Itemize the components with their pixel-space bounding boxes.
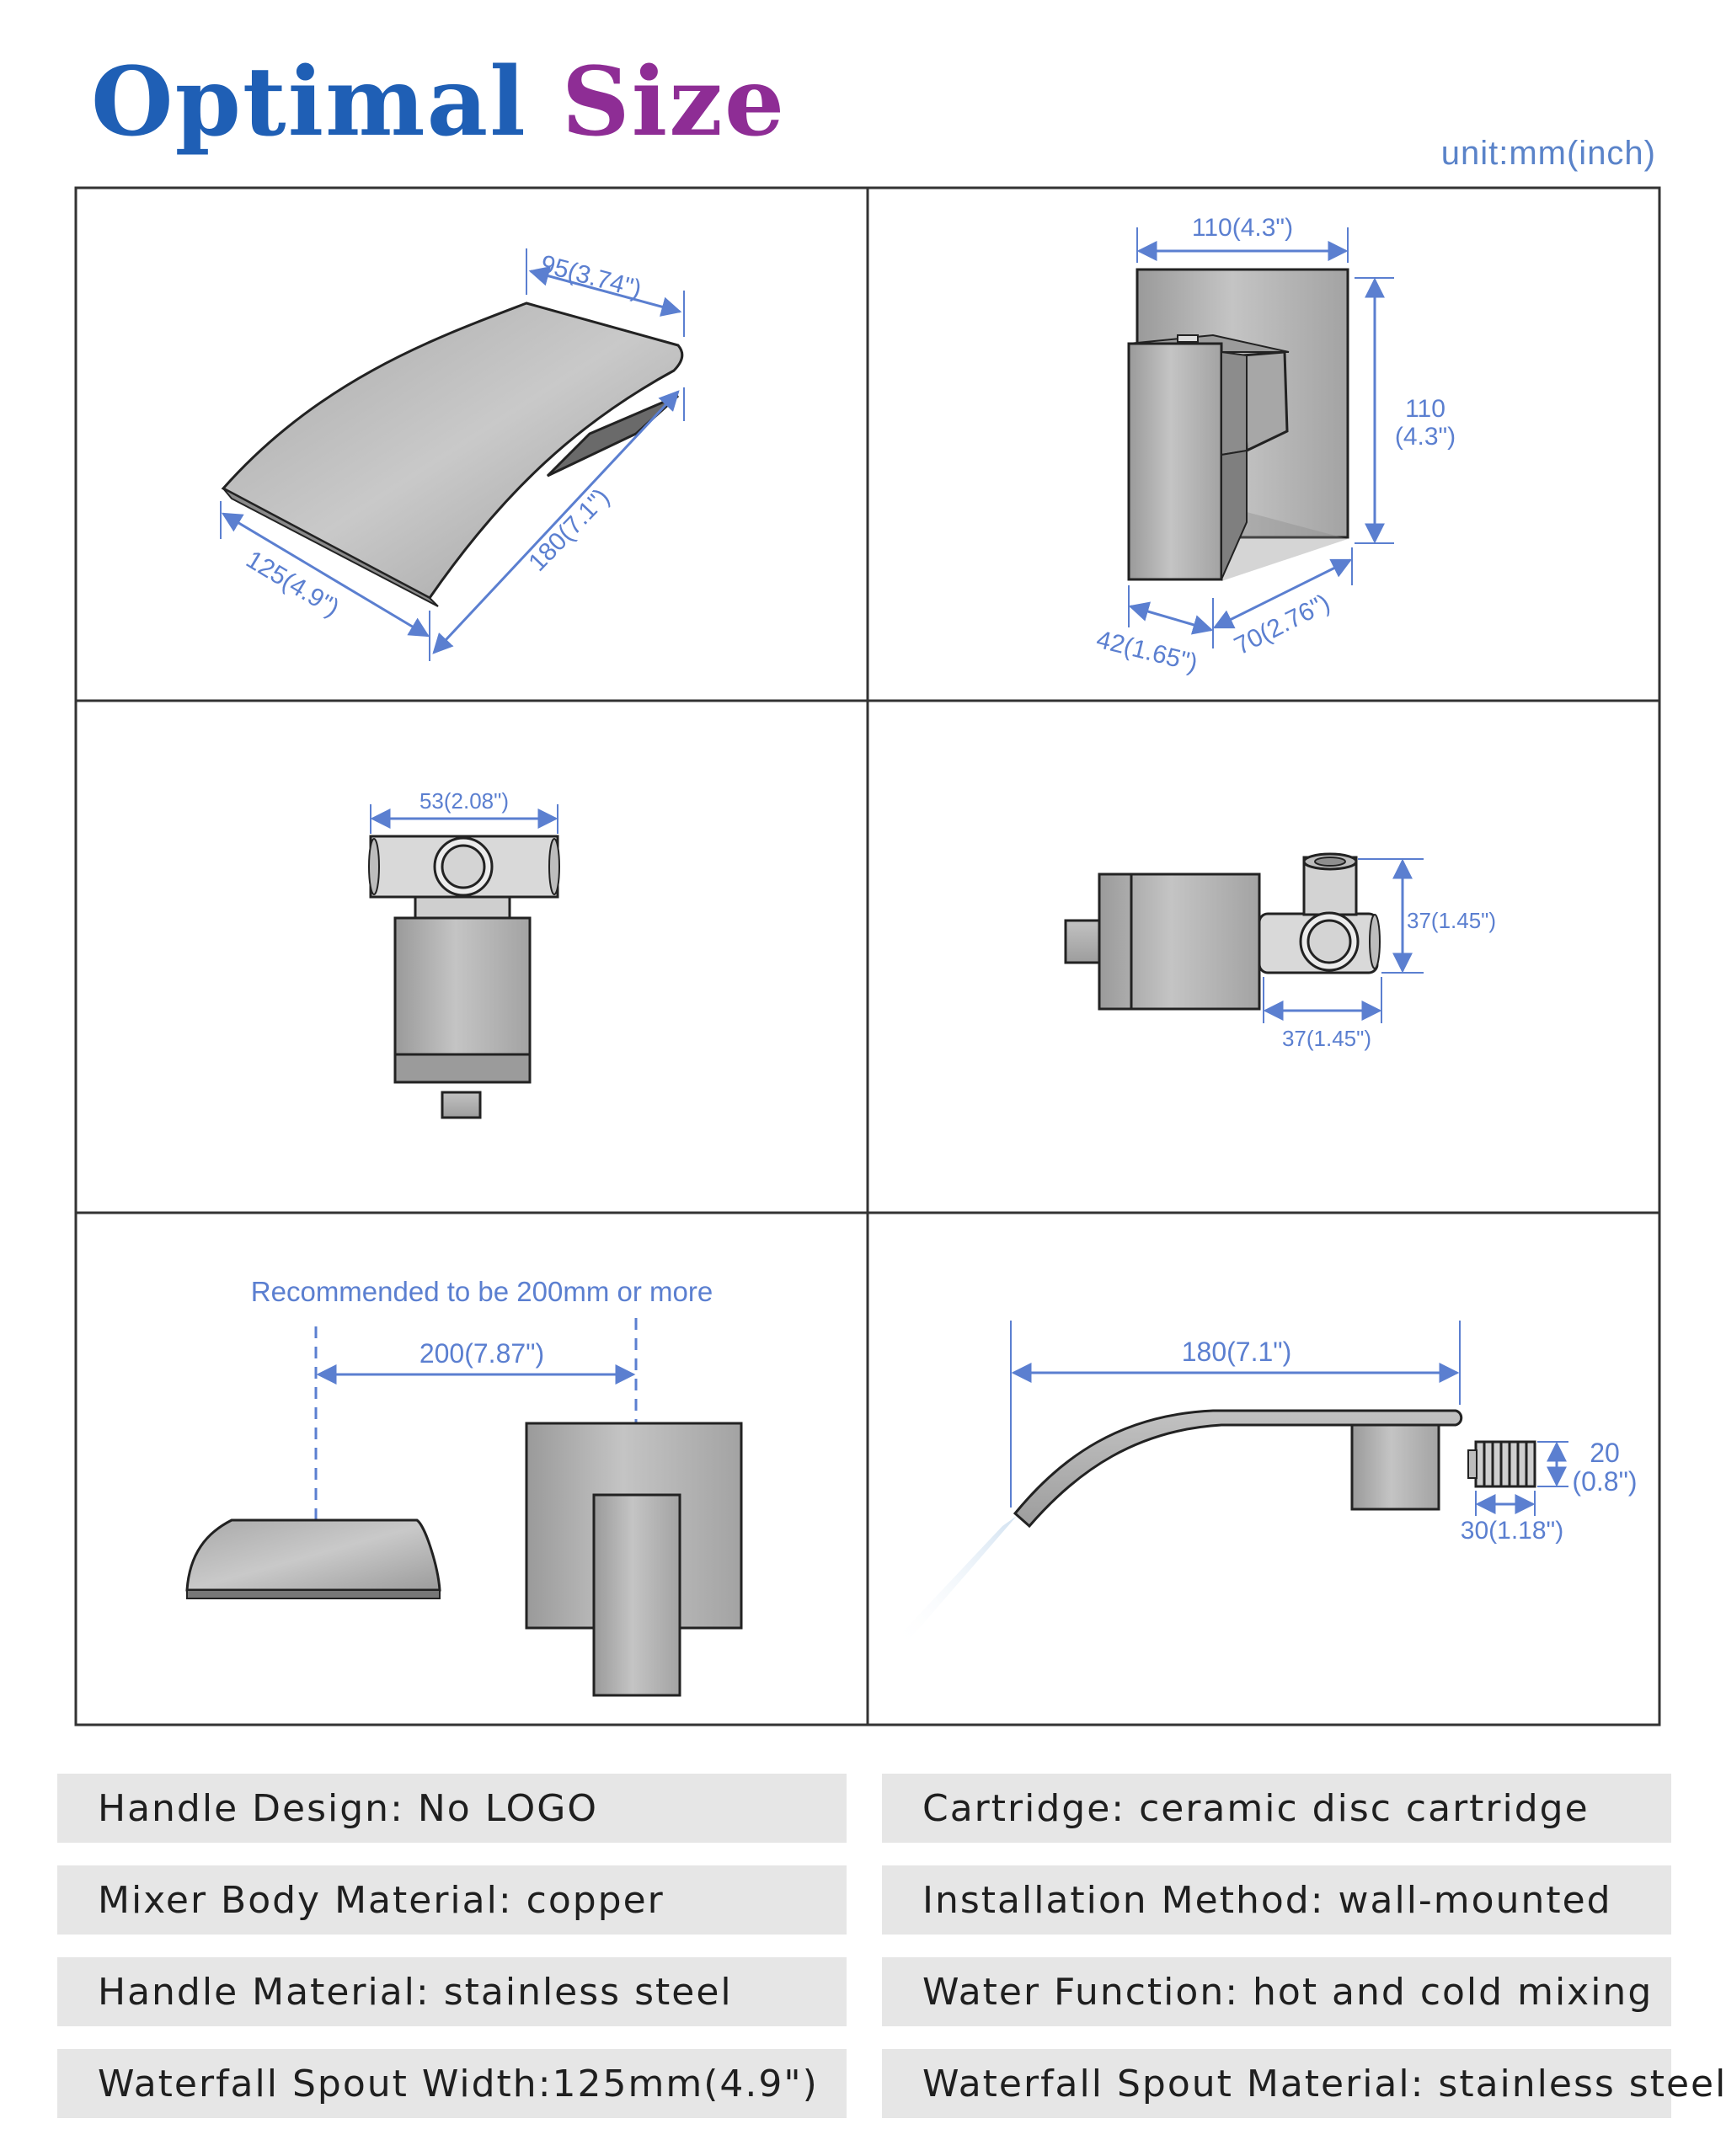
valve-front-install-shape [525,1422,743,1697]
panel-spout-side: 180(7.1") 20 (0.8") 30(1.18") [893,1321,1638,1644]
spout-perspective-shape [221,302,684,607]
page-title: Optimal Size [91,51,786,154]
title-word-size: Size [561,47,787,157]
dim-handle-depth: 42(1.65") [1093,585,1214,678]
spec-water-function: Water Function: hot and cold mixing [882,1957,1671,2026]
spec-mixer-body-material: Mixer Body Material: copper [57,1865,847,1935]
valve-plate-shape [1127,268,1349,581]
dim-label-spout-top-width: 95(3.74") [537,250,644,304]
dim-spacing: 200(7.87") [316,1338,636,1385]
panel-valve-side: 37(1.45") 37(1.45") [1064,852,1496,1051]
spec-spout-material: Waterfall Spout Material: stainless stee… [882,2049,1725,2118]
panel-grid [74,186,1661,1726]
dim-plate-height: 110 (4.3") [1355,277,1456,544]
dim-label-outlet-horizontal: 37(1.45") [1282,1026,1371,1051]
dim-label-valve-width: 53(2.08") [419,788,509,814]
dim-label-valve-depth: 70(2.76") [1230,589,1334,660]
spec-handle-material: Handle Material: stainless steel [57,1957,847,2026]
dim-connector-height: 20 (0.8") [1537,1438,1638,1497]
dim-outlet-vertical: 37(1.45") [1358,858,1496,974]
dim-label-outlet-vertical: 37(1.45") [1407,908,1496,933]
dim-label-connector-length: 30(1.18") [1461,1517,1563,1545]
dim-label-plate-width: 110(4.3") [1192,214,1293,242]
dim-spout-side-length: 180(7.1") [1010,1321,1461,1508]
spout-side-shape [1013,1409,1463,1529]
spout-front-shape [185,1518,441,1599]
dim-label-plate-height-in: (4.3") [1395,423,1456,451]
spec-spout-width: Waterfall Spout Width:125mm(4.9") [57,2049,847,2118]
spec-cartridge: Cartridge: ceramic disc cartridge [882,1774,1671,1843]
title-word-optimal: Optimal [91,47,527,157]
panel-valve-front: 53(2.08") [368,788,560,1119]
connector-shape [1467,1440,1536,1488]
dim-label-connector-height-mm: 20 [1590,1438,1620,1468]
panel-valve-plate: 110(4.3") 110 (4.3") 42(1.65") 70(2.76") [1093,214,1456,677]
water-flow [893,1516,1017,1644]
dim-valve-width: 53(2.08") [370,788,558,834]
valve-front-shape [368,835,560,1119]
dim-label-connector-height-in: (0.8") [1572,1466,1637,1497]
dim-outlet-horizontal: 37(1.45") [1263,977,1382,1051]
valve-side-shape [1064,852,1381,1011]
spec-installation-method: Installation Method: wall-mounted [882,1865,1671,1935]
dim-label-spout-length: 180(7.1") [523,483,615,577]
dim-connector-length: 30(1.18") [1461,1491,1563,1545]
spec-handle-design: Handle Design: No LOGO [57,1774,847,1843]
unit-label: unit:mm(inch) [1440,135,1656,172]
dim-label-spout-width: 125(4.9") [241,546,344,622]
dim-label-plate-height-mm: 110 [1405,395,1445,423]
dim-label-spout-side-length: 180(7.1") [1182,1337,1292,1367]
dim-label-spacing: 200(7.87") [419,1338,544,1369]
recommendation-note: Recommended to be 200mm or more [251,1276,713,1307]
spacing-guides [314,1318,638,1541]
dimension-diagram: 95(3.74") 180(7.1") 125(4.9") [74,186,1661,1726]
dim-plate-width: 110(4.3") [1136,214,1349,263]
dim-label-handle-depth: 42(1.65") [1093,626,1200,678]
panel-spout-perspective: 95(3.74") 180(7.1") 125(4.9") [220,248,685,661]
panel-install-spacing: Recommended to be 200mm or more 200(7.87… [185,1276,743,1697]
